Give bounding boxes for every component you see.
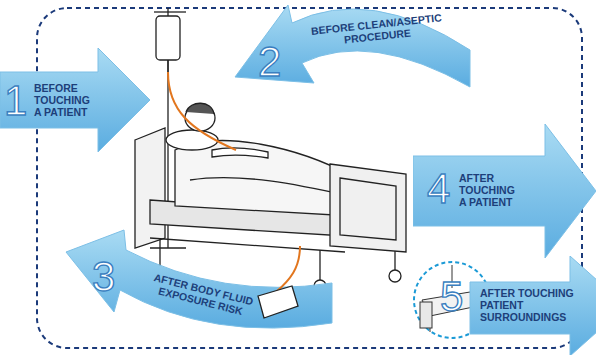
moment-arrow: 1BEFORE TOUCHING A PATIENT	[0, 48, 150, 152]
arrow-outline	[413, 124, 596, 258]
moment-arrow: 5 AFTER TOUCHING PATIENT SURROUNDINGS	[430, 256, 596, 355]
hospital-bed	[135, 103, 406, 292]
arrow-outline	[66, 230, 332, 328]
moment-number: 2	[258, 41, 281, 83]
moment-number: 3	[92, 256, 115, 298]
arrow-outline	[0, 48, 150, 152]
moment-number: 1	[4, 80, 27, 122]
moment-label: BEFORE TOUCHING A PATIENT	[34, 83, 96, 118]
drainage-bag	[258, 286, 298, 318]
arrow-outline	[470, 256, 596, 355]
moment-arrow: 3AFTER BODY FLUID EXPOSURE RISK	[62, 228, 334, 343]
moment-arrow: 4 AFTER TOUCHING A PATIENT	[413, 124, 596, 258]
drainage-tube	[276, 246, 300, 292]
moment-label: AFTER TOUCHING A PATIENT	[459, 173, 523, 208]
moment-number: 4	[427, 168, 450, 210]
moment-label: AFTER TOUCHING PATIENT SURROUNDINGS	[480, 288, 588, 323]
moment-arrow: 2BEFORE CLEAN/ASEPTIC PROCEDURE	[230, 5, 475, 95]
moment-number: 5	[440, 276, 463, 318]
arrow-outline	[235, 5, 470, 87]
iv-tube	[168, 72, 236, 150]
